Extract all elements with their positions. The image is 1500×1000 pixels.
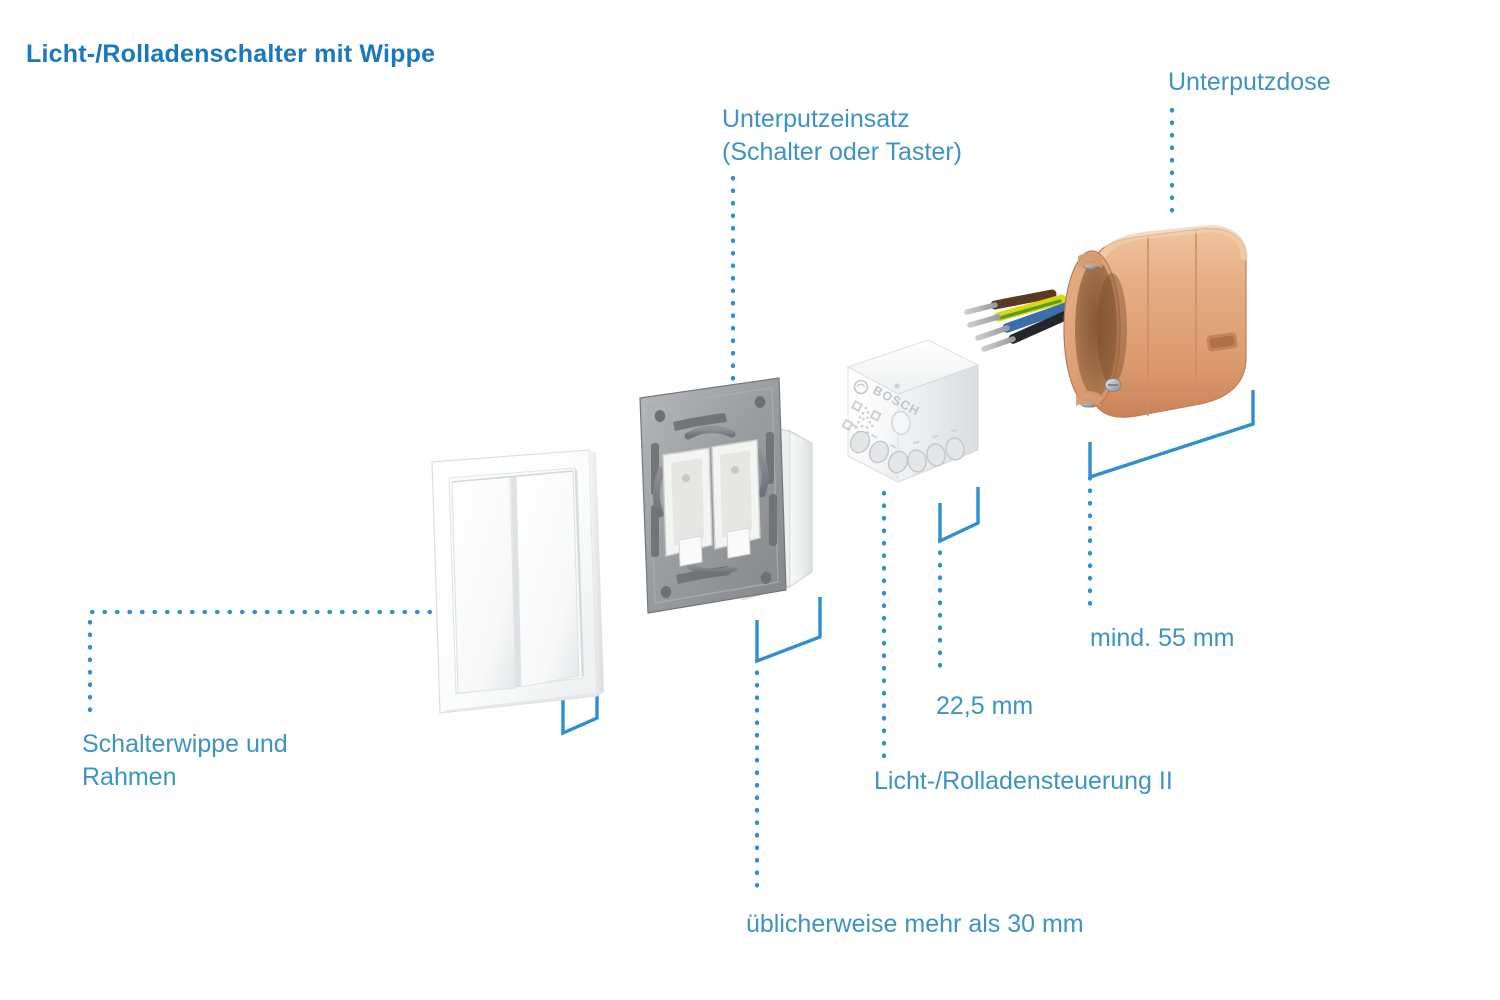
label-schalterwippe: Schalterwippe und Rahmen	[82, 730, 288, 791]
terminal-2	[868, 440, 890, 464]
brown-wire-tip	[964, 302, 998, 315]
black-wire-tip	[981, 336, 1016, 352]
part-bosch-module: BOSCH	[841, 339, 980, 483]
wall-box-ribs	[1146, 230, 1198, 416]
terminal-4	[907, 449, 927, 473]
wall-box-wires	[964, 289, 1083, 352]
module-terminals	[849, 430, 965, 474]
terminal-6	[945, 437, 965, 461]
wall-box-cavity-depth	[1097, 273, 1127, 385]
pair-button	[891, 410, 911, 436]
switch-frame-edge-right	[589, 450, 604, 696]
label-unterputzeinsatz: Unterputzeinsatz (Schalter oder Taster)	[722, 105, 962, 166]
part-flush-insert	[639, 377, 813, 614]
insert-screw-hole-tr	[754, 396, 766, 408]
bracket-insert-depth	[755, 597, 822, 664]
bracket-switch-thickness	[561, 686, 599, 736]
insert-plate-slots	[651, 413, 777, 584]
brown-wire	[990, 289, 1057, 310]
screw-tab-top	[1078, 253, 1102, 268]
insert-tab-left	[678, 535, 703, 567]
bosch-logo-icon	[853, 379, 869, 395]
insert-pin-left	[682, 474, 690, 482]
insert-actuator-left-inner	[671, 458, 704, 546]
insert-screw-hole-br	[760, 572, 772, 584]
switch-top-highlight	[451, 470, 574, 483]
insert-tab-right	[726, 527, 751, 559]
bracket-module-depth	[938, 487, 980, 544]
label-depth-module: 22,5 mm	[936, 692, 1034, 720]
blue-wire	[1002, 300, 1077, 333]
insert-claw-arms	[653, 426, 769, 576]
insert-actuator-right-inner	[720, 450, 752, 538]
insert-body-side	[787, 429, 813, 589]
part-wall-box	[964, 225, 1248, 418]
page-title: Licht-/Rolladenschalter mit Wippe	[26, 40, 436, 68]
switch-rocker-left	[451, 476, 517, 694]
leader-lines	[87, 107, 1175, 899]
screw-tab-bottom	[1076, 391, 1100, 406]
part-rocker-switch	[431, 449, 604, 714]
green-yellow-wire-stripe	[998, 299, 1062, 320]
insert-screw-hole-tl	[654, 410, 666, 422]
wall-box-top-highlight	[1096, 225, 1248, 266]
bracket-box-depth	[1088, 390, 1255, 480]
wall-box-slot-inner	[1209, 335, 1235, 349]
status-led-icon	[894, 383, 900, 389]
terminal-labels	[852, 423, 958, 449]
insert-screw-hole-bl	[660, 586, 672, 598]
switch-frame-edge-bottom	[440, 692, 604, 713]
switch-right-groove	[574, 469, 585, 677]
switch-rocker-right	[515, 470, 580, 688]
label-licht-rolladensteuerung: Licht-/Rolladensteuerung II	[874, 767, 1173, 795]
wall-box-cavity	[1075, 261, 1117, 397]
insert-pin-right	[731, 466, 739, 474]
blue-wire-tip	[975, 325, 1010, 341]
terminal-1	[849, 430, 871, 454]
leader-schalterwippe	[87, 609, 433, 721]
label-unterputzdose: Unterputzdose	[1168, 68, 1331, 96]
switch-rocker-gap	[511, 477, 521, 687]
dimension-brackets	[561, 390, 1255, 736]
label-depth-box: mind. 55 mm	[1090, 624, 1235, 652]
terminal-5	[926, 443, 946, 467]
green-yellow-wire-tip	[967, 314, 1001, 328]
label-depth-switch: üblicherweise mehr als 30 mm	[746, 910, 1084, 938]
terminal-3	[887, 450, 909, 474]
